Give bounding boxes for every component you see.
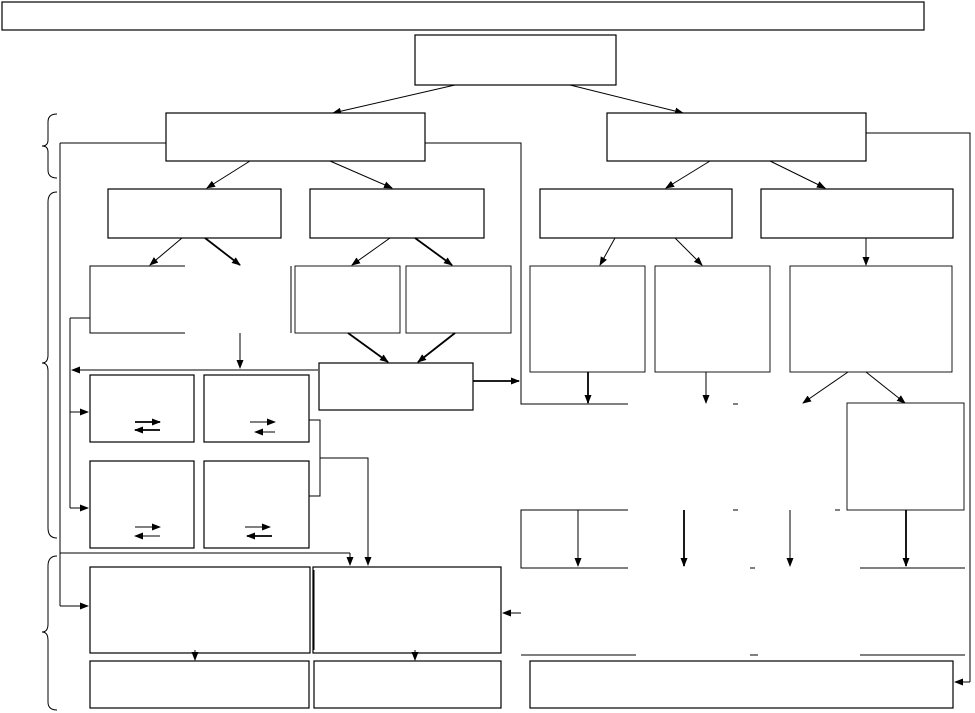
level1-left-node (165, 112, 426, 162)
brace-level-1 (41, 113, 58, 179)
level3-node-c (405, 265, 512, 334)
level4-node-a (89, 566, 311, 654)
exchange-arrows (134, 418, 276, 540)
level3-node-e (654, 265, 771, 373)
level3-node-f (789, 265, 953, 373)
grid-node-4 (203, 460, 310, 549)
level5-node-c (529, 660, 954, 709)
grid-node-3 (89, 460, 195, 549)
level2-node-d (760, 188, 954, 239)
level3-node-d (529, 265, 646, 373)
title-banner (1, 1, 925, 31)
level2-node-a (107, 188, 282, 239)
grid-node-1 (89, 374, 195, 443)
level3-node-b (294, 265, 401, 334)
level4-node-b (312, 566, 502, 654)
level5-node-b (313, 660, 502, 709)
merge-node (318, 362, 474, 411)
level2-node-b (309, 188, 485, 239)
brace-level-3 (41, 555, 58, 711)
level1-right-node (606, 112, 867, 162)
level3-node-a (89, 265, 185, 334)
level5-node-a (89, 660, 310, 709)
root-node (414, 34, 617, 86)
brace-level-2 (41, 191, 58, 539)
level2-node-c (539, 188, 733, 239)
level4-node-right (846, 402, 965, 511)
